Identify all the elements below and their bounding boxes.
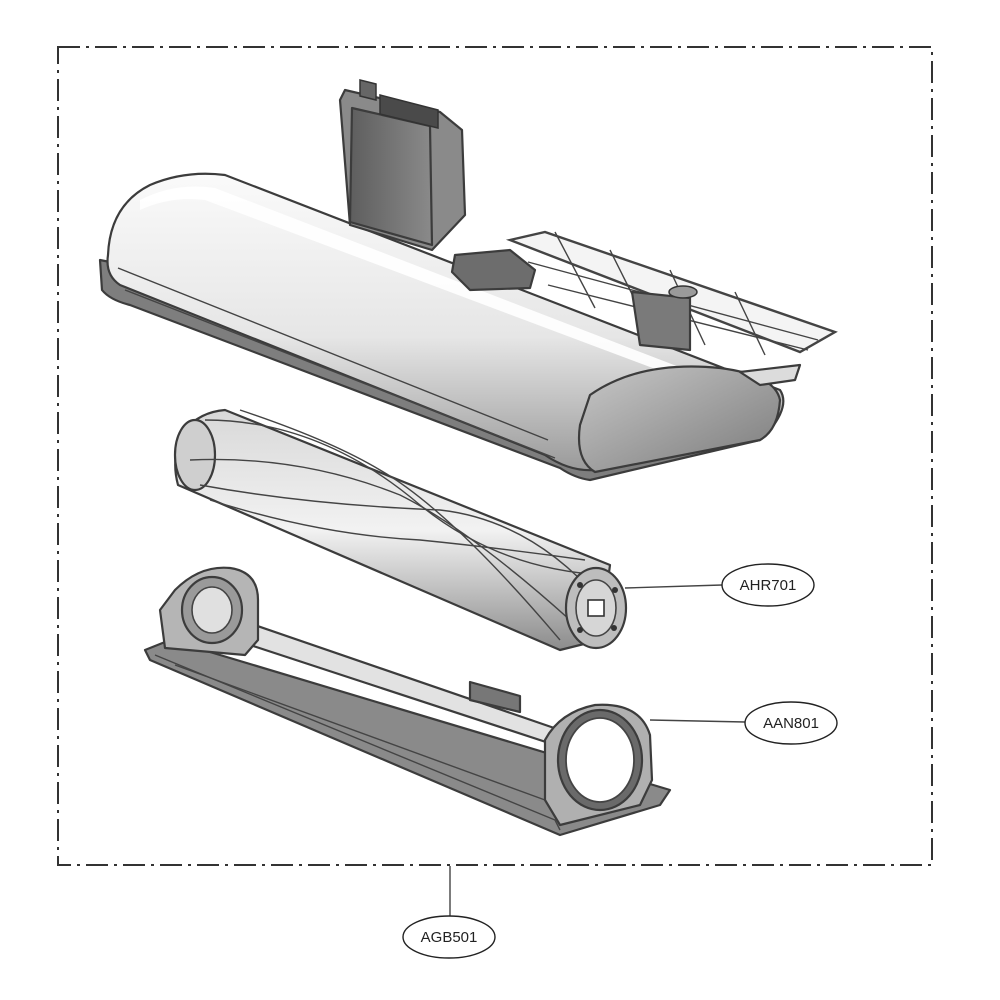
callout-assembly[interactable]: AGB501 [402, 915, 496, 959]
leader-line-brush-roll [624, 584, 723, 589]
callout-brush-roll-label: AHR701 [740, 577, 797, 594]
assembly-boundary-frame [57, 46, 933, 866]
brush-roll-part [173, 408, 628, 652]
callout-brush-roll[interactable]: AHR701 [721, 563, 815, 607]
nozzle-housing-part [98, 79, 838, 482]
callout-assembly-label: AGB501 [421, 929, 478, 946]
callout-brush-cover[interactable]: AAN801 [744, 701, 838, 745]
callout-brush-cover-label: AAN801 [763, 715, 819, 732]
brush-cover-part [143, 566, 672, 837]
leader-line-brush-cover [649, 719, 746, 723]
